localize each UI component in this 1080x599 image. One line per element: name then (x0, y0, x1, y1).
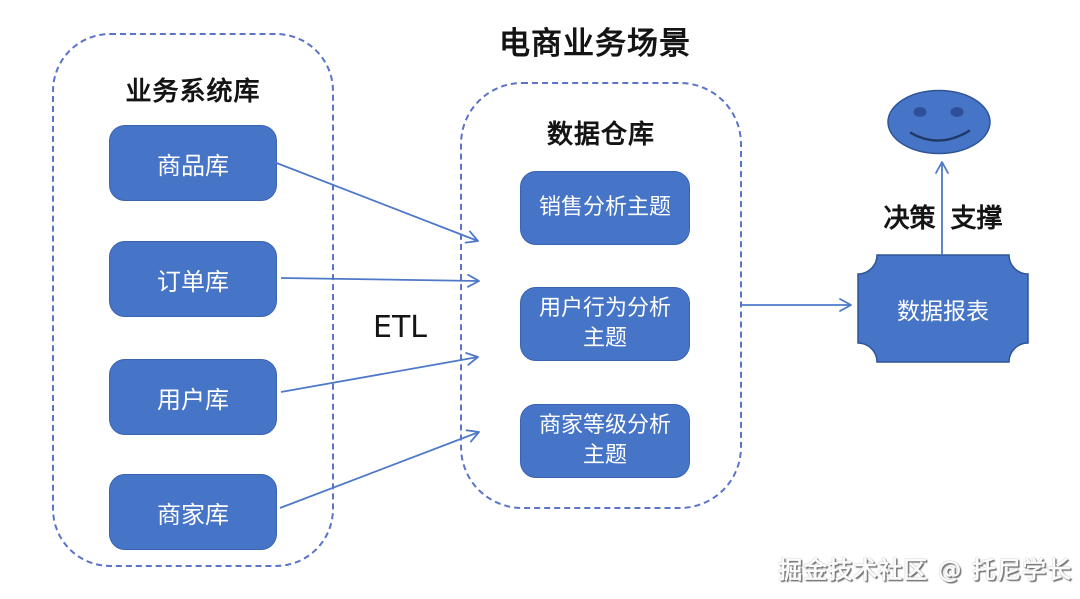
watermark: 掘金技术社区 @ 托尼学长 (778, 556, 1072, 584)
smiley-left-eye (913, 107, 927, 117)
source-systems-group: 业务系统库 商品库 订单库 用户库 商家库 (52, 33, 334, 567)
smiley-head (887, 89, 991, 155)
diagram-title: 电商业务场景 (499, 26, 691, 62)
report-node-label: 数据报表 (897, 298, 989, 325)
node-sales-analysis-topic: 销售分析主题 (520, 171, 690, 245)
node-user-db: 用户库 (109, 359, 277, 435)
smiley-mouth (909, 129, 971, 142)
warehouse-group-title: 数据仓库 (546, 120, 655, 150)
node-order-db: 订单库 (109, 241, 277, 317)
smiley-face-icon (887, 89, 991, 155)
smiley-right-eye (950, 107, 964, 117)
etl-label: ETL (373, 310, 427, 345)
node-user-behavior-analysis-topic: 用户行为分析主题 (520, 287, 690, 361)
node-product-db: 商品库 (109, 125, 277, 201)
data-warehouse-group: 数据仓库 销售分析主题 用户行为分析主题 商家等级分析主题 (460, 82, 742, 509)
node-merchant-level-analysis-topic: 商家等级分析主题 (520, 404, 690, 478)
source-group-title: 业务系统库 (125, 77, 261, 107)
node-merchant-db: 商家库 (109, 474, 277, 550)
decision-support-label: 决策 支撑 (883, 204, 1003, 234)
